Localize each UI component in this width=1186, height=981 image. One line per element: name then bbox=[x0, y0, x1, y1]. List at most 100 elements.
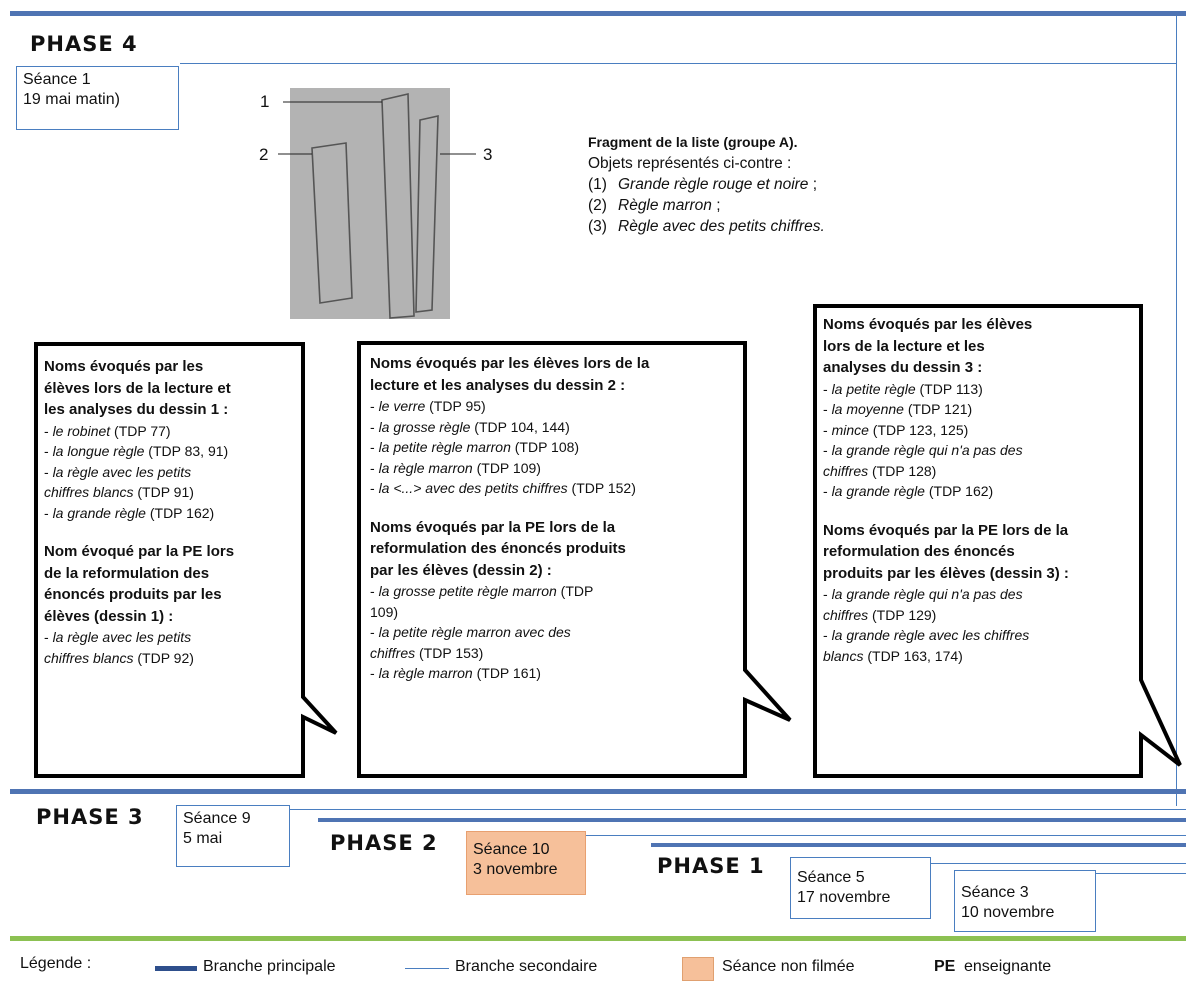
phase1-secondary-line-2 bbox=[1096, 873, 1186, 874]
seance-date: 19 mai matin) bbox=[23, 91, 120, 108]
bubble-item-line: - la règle avec les petits bbox=[44, 627, 299, 648]
bubble-heading-line: lecture et les analyses du dessin 2 : bbox=[370, 376, 626, 394]
legend: Légende : Branche principale Branche sec… bbox=[0, 955, 1186, 981]
item-suffix: ; bbox=[711, 197, 721, 214]
secondary-branch-right bbox=[1176, 16, 1177, 806]
item-reference: - bbox=[370, 459, 379, 476]
seance-label: Séance 3 bbox=[961, 884, 1029, 901]
item-term: chiffres bbox=[823, 462, 869, 479]
bubble-item-line: - la grande règle (TDP 162) bbox=[823, 481, 1138, 502]
item-reference: - bbox=[823, 627, 832, 643]
item-number: (1) bbox=[588, 176, 607, 193]
bubble-item-line: - la grande règle qui n'a pas des bbox=[823, 440, 1138, 461]
item-reference: - bbox=[44, 422, 53, 439]
bubble-item-line: - la <...> avec des petits chiffres (TDP… bbox=[370, 478, 742, 499]
ruler-2 bbox=[311, 142, 353, 304]
item-reference: - bbox=[370, 583, 379, 599]
item-number: (2) bbox=[588, 197, 607, 214]
bubble-item-line: chiffres (TDP 128) bbox=[823, 461, 1138, 482]
seance-date: 5 mai bbox=[183, 830, 223, 847]
unfilmed-label: Séance non filmée bbox=[722, 958, 855, 975]
item-reference: - bbox=[370, 480, 379, 496]
item-reference: (TDP 163, 174) bbox=[863, 647, 963, 664]
bubble-item-line: 109) bbox=[370, 602, 742, 623]
item-text: Règle avec des petits chiffres. bbox=[618, 218, 825, 235]
phase1-main-line bbox=[651, 843, 1186, 847]
bubble-heading-line: par les élèves (dessin 2) : bbox=[370, 561, 552, 579]
phase4-seance-box: Séance 1 19 mai matin) bbox=[16, 66, 179, 130]
item-term: chiffres bbox=[823, 606, 869, 623]
item-term: mince bbox=[831, 421, 869, 438]
item-term: la règle avec les petits bbox=[52, 629, 192, 645]
item-reference: (TDP 129) bbox=[868, 606, 937, 623]
main-branch-middle bbox=[10, 789, 1186, 794]
item-term: la grande règle avec les chiffres bbox=[831, 627, 1030, 643]
bubble-item-line: - la règle avec les petits bbox=[44, 462, 299, 483]
phase1-title: PHASE 1 bbox=[657, 854, 765, 878]
item-reference: - bbox=[823, 401, 832, 417]
bubble-heading-line: Nom évoqué par la PE lors bbox=[44, 543, 235, 560]
bubble-heading-line: analyses du dessin 3 : bbox=[823, 359, 983, 376]
item-term: la petite règle marron avec des bbox=[378, 624, 571, 640]
bubble-item-line: - la règle marron (TDP 109) bbox=[370, 458, 742, 479]
rulers-drawing bbox=[278, 88, 476, 319]
bubble-heading-line: reformulation des énoncés produits bbox=[370, 540, 626, 557]
seance-label: Séance 10 bbox=[473, 841, 550, 858]
item-reference: (TDP 113) bbox=[915, 380, 983, 397]
bubble-item-line: chiffres blancs (TDP 91) bbox=[44, 482, 299, 503]
item-reference: - bbox=[823, 442, 832, 458]
secondary-branch-label: Branche secondaire bbox=[455, 958, 598, 975]
item-reference: (TDP 123, 125) bbox=[868, 421, 969, 438]
item-text: Règle marron bbox=[618, 197, 712, 214]
item-term: la grande règle bbox=[831, 483, 925, 499]
item-term: la grande règle qui n'a pas des bbox=[831, 586, 1023, 602]
bubble-item-line: - mince (TDP 123, 125) bbox=[823, 420, 1138, 441]
pe-meaning: enseignante bbox=[964, 958, 1052, 975]
phase2-title: PHASE 2 bbox=[330, 831, 438, 855]
main-branch-label: Branche principale bbox=[203, 958, 336, 975]
bubble-item-line: - la grande règle qui n'a pas des bbox=[823, 584, 1138, 605]
bubble-heading-line: énoncés produits par les bbox=[44, 586, 222, 603]
item-text: Grande règle rouge et noire bbox=[618, 176, 809, 193]
bubble-heading-line: élèves (dessin 1) : bbox=[44, 607, 174, 625]
block-spacer bbox=[370, 499, 742, 517]
item-term: la petite règle bbox=[831, 380, 916, 397]
block-spacer bbox=[44, 523, 299, 541]
item-reference: - bbox=[370, 418, 379, 435]
phase1-secondary-line bbox=[931, 863, 1186, 864]
drawing-label-2: 2 bbox=[259, 145, 269, 164]
fragment-item: (2) Règle marron ; bbox=[588, 195, 988, 216]
secondary-branch-swatch bbox=[405, 968, 449, 969]
item-reference: (TDP 91) bbox=[133, 484, 194, 500]
seance-date: 10 novembre bbox=[961, 904, 1055, 921]
item-reference: - bbox=[44, 443, 53, 459]
item-reference: (TDP bbox=[556, 583, 594, 599]
item-reference: (TDP 77) bbox=[110, 422, 171, 439]
item-reference: - bbox=[370, 398, 379, 414]
bubble-heading-line: lors de la lecture et les bbox=[823, 337, 985, 355]
bubble-item-line: blancs (TDP 163, 174) bbox=[823, 646, 1138, 667]
bubble-item-line: chiffres blancs (TDP 92) bbox=[44, 648, 299, 669]
ruler-1 bbox=[381, 93, 415, 319]
fragment-item: (1)Grande règle rouge et noire ; bbox=[588, 174, 988, 195]
bubble-item-line: - la moyenne (TDP 121) bbox=[823, 399, 1138, 420]
main-branch-top bbox=[10, 11, 1186, 16]
bubble-heading-line: reformulation des énoncés bbox=[823, 543, 1015, 560]
item-reference: - bbox=[823, 380, 832, 397]
item-reference: - bbox=[823, 483, 832, 499]
bubble-heading-line: Noms évoqués par les élèves lors de la bbox=[370, 355, 650, 372]
main-branch-swatch bbox=[155, 966, 197, 971]
bubble-heading-line: Noms évoqués par la PE lors de la bbox=[370, 518, 616, 536]
phase4-title: PHASE 4 bbox=[30, 32, 138, 56]
seance-date: 17 novembre bbox=[797, 889, 891, 906]
phase3-secondary-line bbox=[290, 809, 1186, 810]
bubble-item-line: chiffres (TDP 129) bbox=[823, 605, 1138, 626]
item-reference: - bbox=[823, 586, 832, 602]
bubble-heading-line: de la reformulation des bbox=[44, 564, 210, 582]
item-reference: - bbox=[44, 629, 53, 645]
phase2-main-line bbox=[318, 818, 1186, 822]
fragment-intro: Objets représentés ci-contre : bbox=[588, 155, 792, 172]
bubble-item-line: - la longue règle (TDP 83, 91) bbox=[44, 441, 299, 462]
item-number: (3) bbox=[588, 218, 607, 235]
